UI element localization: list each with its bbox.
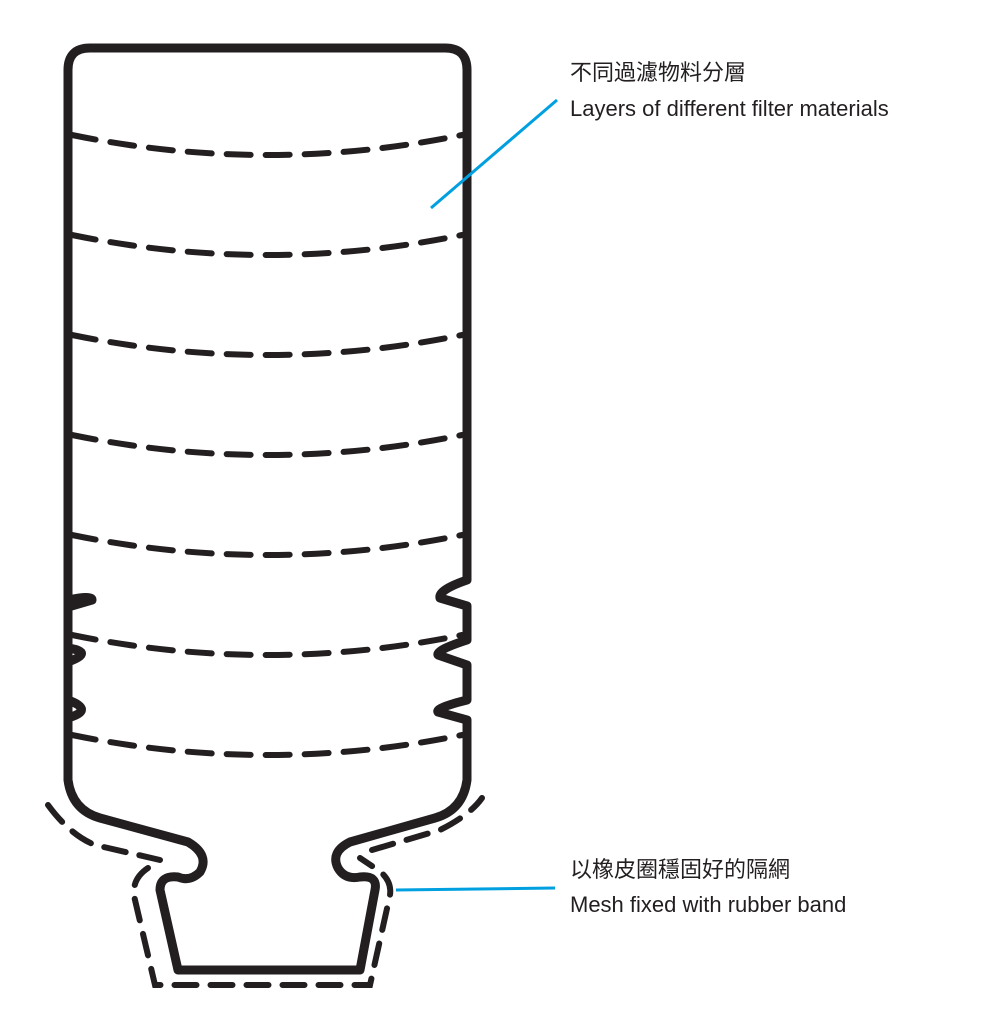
- layer-line: [69, 332, 465, 358]
- mesh-label-en: Mesh fixed with rubber band: [570, 892, 847, 917]
- layer-line: [69, 732, 465, 758]
- layer-line: [69, 132, 465, 158]
- layer-line: [69, 432, 465, 458]
- layers-label-en: Layers of different filter materials: [570, 96, 889, 121]
- layers-leader-line: [430, 98, 558, 210]
- filter-layers: [69, 132, 465, 758]
- layer-line: [69, 232, 465, 258]
- layers-label-zh: 不同過濾物料分層: [570, 60, 747, 85]
- layer-line: [69, 532, 465, 558]
- mesh-label-zh: 以橡皮圈穩固好的隔網: [570, 857, 791, 882]
- mesh-leader-line: [395, 886, 556, 892]
- layer-line: [69, 632, 465, 658]
- mesh-outline: [45, 795, 485, 988]
- bottle-outline: [63, 43, 472, 975]
